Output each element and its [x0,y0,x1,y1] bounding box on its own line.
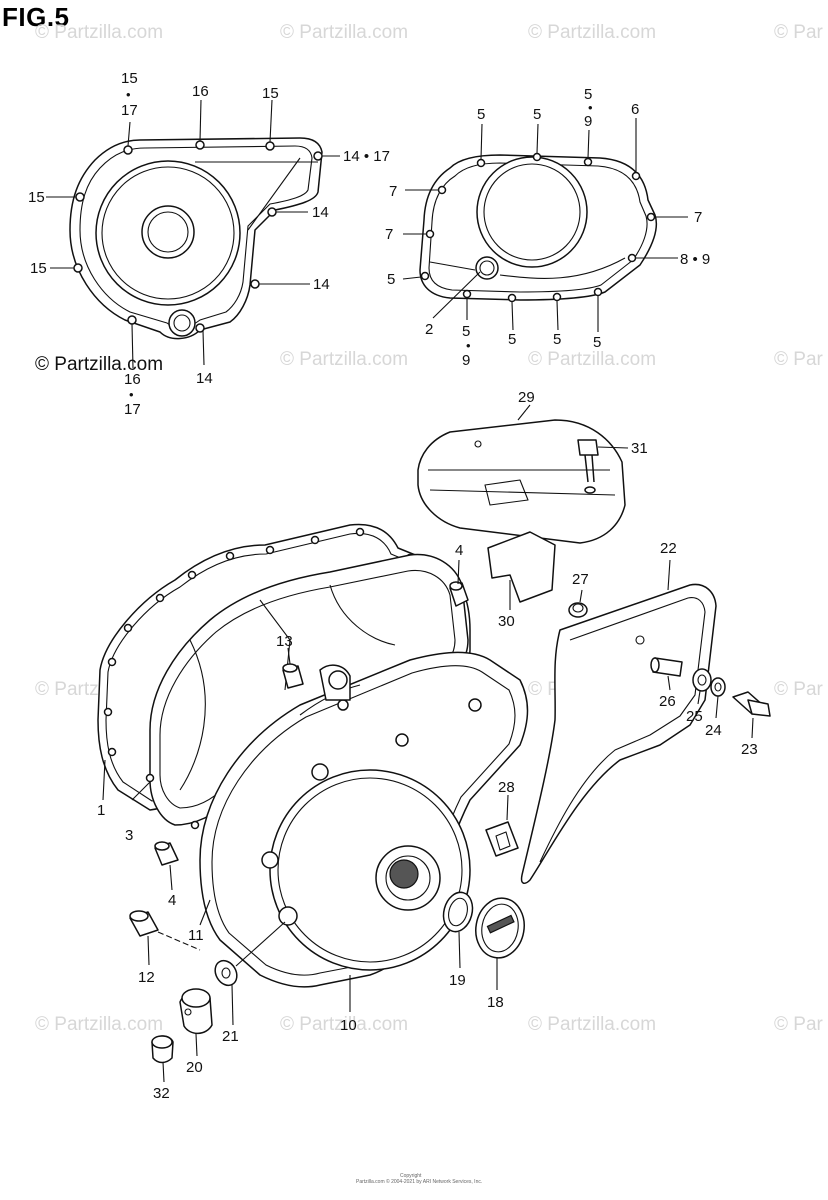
part-label: 29 [518,389,535,406]
part-label: 14 [313,276,330,293]
cap-32[interactable] [151,1035,174,1083]
bushing-12[interactable] [129,910,201,966]
gasket-left[interactable] [46,99,340,369]
damper-28[interactable] [485,794,519,857]
part-label: 12 [138,969,155,986]
part-label: 9 [584,113,592,130]
washer-24[interactable] [710,677,726,719]
labels-top-left: 15 • 17 16 15 14 • 17 15 14 15 14 16 • 1… [28,70,390,418]
gasket-right[interactable] [402,118,688,332]
bolt-23[interactable] [732,691,771,739]
part-label: 8 • 9 [680,251,710,268]
part-label: 23 [741,741,758,758]
watermark: © Partzilla.com [280,1014,408,1035]
cover-29[interactable] [417,404,626,544]
dowel-pin-upper[interactable] [449,559,469,607]
part-label: 31 [631,440,648,457]
washer-25[interactable] [692,668,712,705]
part-label: 13 [276,633,293,650]
part-label: 24 [705,722,722,739]
part-label: 14 [196,370,213,387]
bolt-31[interactable] [577,439,629,494]
part-label: • [129,387,134,402]
dowel-pin-lower[interactable] [154,841,179,891]
part-label: 4 [168,892,176,909]
part-label: 2 [425,321,433,338]
plug-20[interactable] [179,988,213,1057]
crankcase-cover-inner[interactable] [131,553,469,830]
part-label: 5 [553,331,561,348]
watermark: © Partzilla.com [528,22,656,43]
part-label: 27 [572,571,589,588]
part-label: 7 [694,209,702,226]
watermark: © Par [774,1014,824,1035]
filler-cap-18[interactable] [471,894,529,990]
part-label: • [126,87,131,102]
part-label: 10 [340,1017,357,1034]
watermark: © Par [774,679,824,700]
part-label: 7 [389,183,397,200]
part-label: 5 [477,106,485,123]
copyright-line2: Partzilla.com © 2004-2021 by ARI Network… [356,1178,482,1185]
clutch-cover[interactable] [199,651,529,1012]
part-label: 9 [462,352,470,369]
part-label: 7 [385,226,393,243]
part-label: 14 [312,204,329,221]
washer-21[interactable] [211,921,286,1026]
part-label: 28 [498,779,515,796]
collar-26[interactable] [650,657,683,691]
part-label: 22 [660,540,677,557]
part-label: 15 [28,189,45,206]
part-label: 5 [533,106,541,123]
part-label: 1 [97,802,105,819]
copyright: Copyright Partzilla.com © 2004-2021 by A… [356,1173,482,1185]
bracket-30[interactable] [487,531,556,610]
watermark: © Par [774,349,824,370]
watermarks: © Partzilla.com © Partzilla.com © Partzi… [35,22,824,1035]
part-label: 19 [449,972,466,989]
part-label: 25 [686,708,703,725]
part-label: 15 [30,260,47,277]
part-label: 30 [498,613,515,630]
figure-title: FIG.5 [2,2,70,32]
part-label: 26 [659,693,676,710]
part-label: 32 [153,1085,170,1102]
part-label: 4 [455,542,463,559]
part-label: 11 [188,927,204,944]
part-label: 15 [121,70,138,87]
part-label: 21 [222,1028,239,1045]
watermark: © Partzilla.com [35,1014,163,1035]
watermark: © Partzilla.com [280,349,408,370]
watermark: © Par [774,22,824,43]
part-label: 5 [462,323,470,340]
watermark: © Partzilla.com [35,22,163,43]
part-label: 17 [121,102,138,119]
watermark: © Partzilla.com [280,22,408,43]
part-label: 20 [186,1059,203,1076]
part-label: 5 [593,334,601,351]
part-label: 5 [508,331,516,348]
watermark: © Partzilla.com [528,1014,656,1035]
part-label: • [466,338,471,353]
part-label: • [588,100,593,115]
part-label: 16 [192,83,209,100]
part-label: 16 [124,371,141,388]
labels-top-right: 5 5 5 • 9 6 7 7 7 5 8 • 9 2 5 • 9 5 5 5 [385,86,710,369]
dowel-pin-13[interactable] [282,647,304,689]
part-label: 15 [262,85,279,102]
watermark-strong: © Partzilla.com [35,354,163,375]
part-label: 5 [584,86,592,103]
grommet-27[interactable] [568,589,588,618]
part-label: 18 [487,994,504,1011]
part-label: 6 [631,101,639,118]
part-label: 5 [387,271,395,288]
watermark: © Partzilla.com [528,349,656,370]
labels-main: 1 3 4 4 10 11 12 13 18 19 20 21 22 23 24… [97,389,758,1102]
copyright-line1: Copyright [400,1173,422,1179]
part-label: 14 • 17 [343,148,390,165]
part-label: 17 [124,401,141,418]
part-label: 3 [125,827,133,844]
o-ring-19[interactable] [439,889,476,969]
